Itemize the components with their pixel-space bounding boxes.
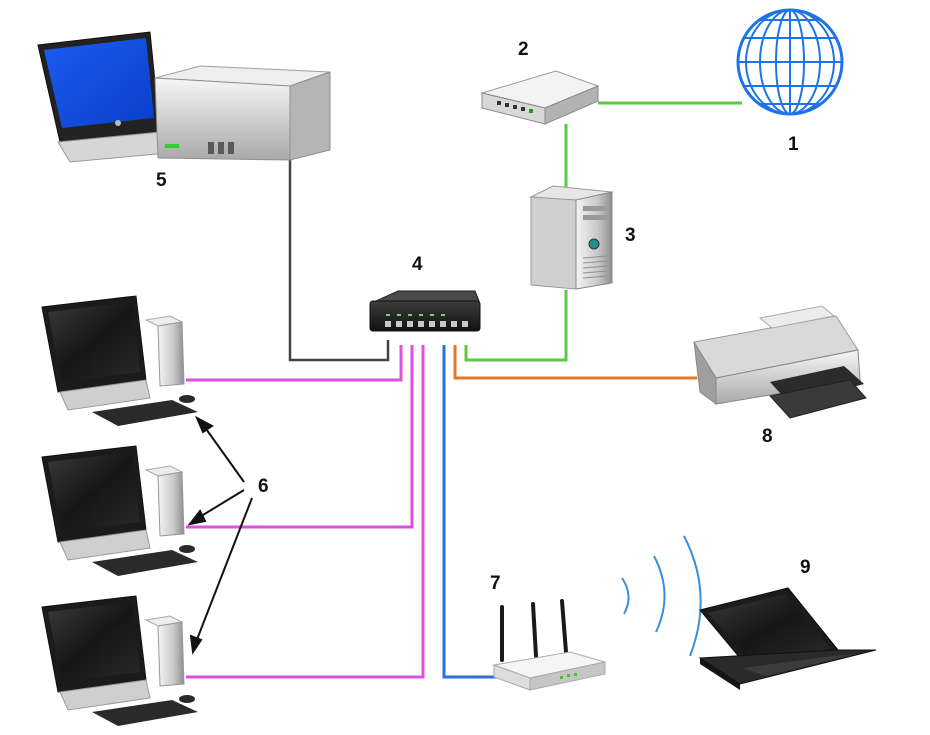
label-internet: 1 — [788, 134, 799, 155]
cable-router-switch — [442, 345, 500, 679]
label-server: 3 — [625, 225, 636, 246]
wireless-router-icon — [492, 599, 606, 691]
arrow-to-workstation-1 — [203, 425, 245, 483]
label-switch: 4 — [412, 254, 423, 275]
label-workstations: 6 — [258, 476, 269, 497]
cable-printer-switch — [453, 345, 697, 380]
arrow-to-workstation-2 — [197, 489, 245, 519]
file-server-icon — [37, 31, 331, 163]
label-modem: 2 — [518, 39, 529, 60]
cable-workstation-2 — [186, 345, 414, 529]
modem-icon — [480, 70, 600, 125]
workstation-arrows — [187, 415, 253, 655]
cables — [186, 101, 742, 679]
network-switch-icon — [369, 290, 481, 332]
label-file-server: 5 — [156, 170, 167, 191]
laptop-icon — [698, 587, 877, 690]
label-printer: 8 — [762, 426, 773, 447]
desktop-computer-icon — [41, 595, 198, 726]
cable-workstation-1 — [186, 345, 403, 382]
printer-icon — [693, 305, 867, 419]
server-tower-icon — [529, 185, 614, 290]
globe-icon — [736, 8, 844, 116]
arrow-to-workstation-3 — [195, 497, 253, 643]
wifi-waves-icon — [621, 535, 702, 657]
cable-workstation-3 — [186, 345, 425, 679]
cable-fileserver-switch — [288, 157, 390, 362]
desktop-computer-icon — [41, 445, 198, 576]
desktop-computer-icon — [41, 295, 198, 426]
label-laptop: 9 — [800, 557, 811, 578]
label-wireless-router: 7 — [490, 573, 501, 594]
cable-server-switch — [464, 290, 568, 362]
